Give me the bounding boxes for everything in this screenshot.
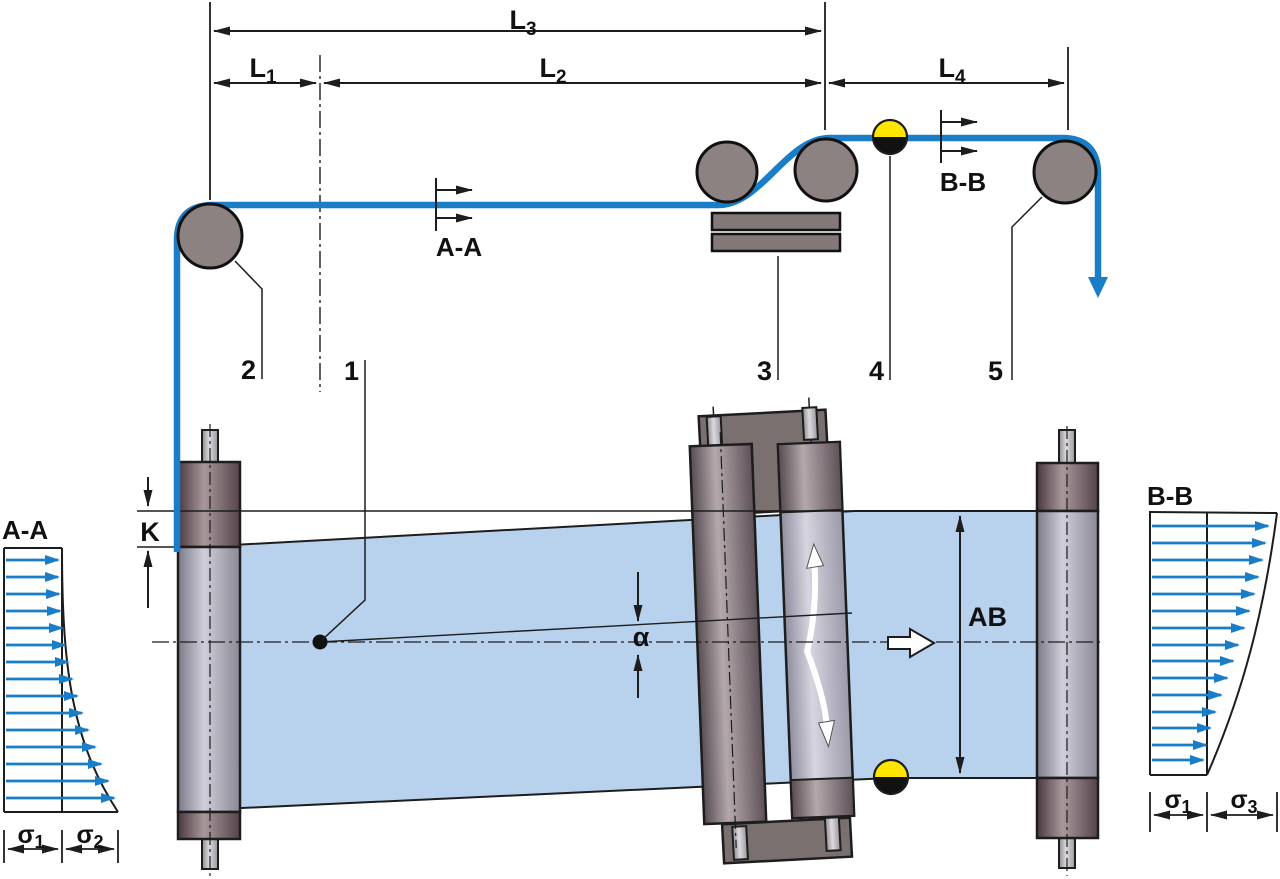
guide-bar-upper	[710, 211, 842, 232]
edge-sensor-plan	[872, 758, 910, 796]
bb-sigma3-label: σ3	[1230, 786, 1257, 817]
aa-sigma-dimension	[3, 830, 119, 863]
alpha-label: α	[633, 622, 650, 652]
part-label-2: 2	[241, 355, 256, 385]
part-label-5: 5	[988, 356, 1003, 386]
pivot-motion-arrowhead-down	[817, 719, 836, 749]
frame-journal-pin	[801, 406, 820, 441]
web-band	[177, 510, 1038, 813]
section-marker-bb	[940, 110, 978, 163]
steering-roller-left	[688, 432, 768, 848]
steering-roller-right	[776, 440, 856, 820]
frame-plate	[720, 816, 854, 865]
nip-roller-right	[793, 137, 859, 203]
guide-bar-lower	[710, 232, 842, 253]
pivot-motion-arrow-down	[803, 649, 830, 725]
roller-cap	[176, 810, 242, 841]
pivot-motion-arrow-up	[803, 564, 819, 654]
part-label-1: 1	[344, 356, 359, 386]
section-label-bb: B-B	[940, 167, 986, 197]
aa-stress-arrows	[6, 555, 116, 803]
web-path-arrowhead	[1088, 277, 1108, 298]
web-direction-arrow	[887, 627, 936, 659]
leader-1	[321, 360, 366, 641]
pivot-axis-line	[319, 612, 853, 643]
web-path	[173, 134, 1102, 552]
steering-frame-assembly	[688, 397, 856, 865]
l2-label: L2	[539, 53, 566, 88]
aa-sigma1-label: σ1	[17, 821, 44, 852]
edge-sensor-side	[871, 118, 909, 156]
extension-lines	[209, 2, 1069, 200]
nip-roller-left	[695, 140, 759, 204]
part-label-3: 3	[757, 356, 772, 386]
dimension-lines	[213, 26, 1065, 88]
bb-sigma-dimension	[1149, 792, 1278, 832]
roller-body	[176, 545, 242, 814]
bb-diagram-outline	[1149, 511, 1278, 776]
roller-cap	[176, 460, 242, 549]
plan-roller-right	[1035, 426, 1100, 876]
section-marker-aa	[435, 178, 473, 231]
frame-journal-pin	[731, 825, 749, 861]
part-leaders	[234, 156, 1043, 641]
plan-roller-left	[176, 424, 242, 878]
k-label: K	[140, 517, 160, 547]
leader-2	[234, 260, 263, 379]
frame-journal-pin	[823, 816, 842, 852]
bb-stress-arrows	[1152, 521, 1270, 765]
aa-sigma2-label: σ2	[76, 821, 103, 852]
l4-label: L4	[938, 53, 966, 88]
roller-cap	[789, 776, 856, 820]
ab-label: AB	[968, 602, 1007, 632]
section-label-aa: A-A	[436, 232, 482, 262]
pivot-motion-arrowhead-up	[805, 542, 825, 569]
leader-5	[1011, 196, 1043, 380]
bb-diagram-title: B-B	[1147, 481, 1193, 511]
part-label-4: 4	[869, 356, 884, 386]
l1-label: L1	[249, 53, 277, 88]
l3-label: L3	[509, 5, 536, 40]
roller-cap	[776, 440, 844, 514]
roller-axis-centerline	[719, 432, 737, 848]
bb-sigma1-label: σ1	[1164, 786, 1191, 817]
roller-5	[1032, 139, 1098, 205]
aa-diagram-title: A-A	[2, 515, 48, 545]
roller-2	[176, 202, 244, 270]
